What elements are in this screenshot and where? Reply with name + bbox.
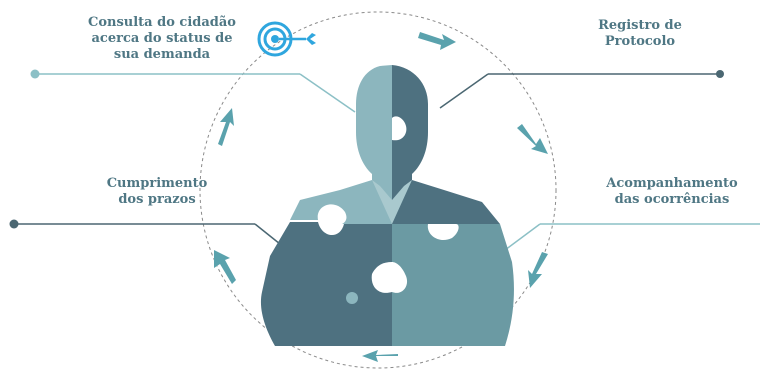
label-line: Protocolo (604, 34, 676, 49)
puzzle-piece-torso-left (260, 222, 392, 346)
cycle-arrow-icon (214, 250, 236, 284)
connector-acompanhamento (504, 223, 760, 251)
label-line: Cumprimento (106, 176, 208, 191)
cycle-arrow-icon (218, 108, 234, 146)
label-cumprimento-prazos: Cumprimento dos prazos (92, 176, 222, 208)
label-line: acerca do status de (91, 31, 233, 46)
label-line: Registro de (598, 18, 682, 33)
cycle-arrow-icon (517, 124, 548, 154)
target-icon (257, 21, 316, 57)
label-registro-protocolo: Registro de Protocolo (570, 18, 710, 50)
connector-cumprimento (9, 219, 286, 249)
cycle-arrow-icon (528, 252, 548, 288)
puzzle-piece-head-left (290, 65, 392, 224)
label-line: sua demanda (113, 47, 211, 62)
puzzle-piece-torso-right (392, 224, 514, 346)
cycle-arrow-icon (362, 350, 398, 362)
puzzle-tie (372, 180, 412, 224)
label-line: das ocorrências (614, 192, 730, 207)
label-acompanhamento-ocorrencias: Acompanhamento das ocorrências (592, 176, 752, 208)
puzzle-knob-bottom-left (346, 292, 358, 304)
label-line: dos prazos (118, 192, 196, 207)
label-line: Consulta do cidadão (88, 15, 236, 30)
label-line: Acompanhamento (606, 176, 738, 191)
connector-registro (439, 70, 724, 109)
cycle-circle (199, 11, 557, 369)
connector-consulta (30, 69, 356, 113)
label-consulta-status: Consulta do cidadão acerca do status de … (72, 15, 252, 63)
cycle-arrow-icon (418, 32, 456, 50)
puzzle-piece-head-right (392, 65, 500, 224)
puzzle-person-figure (260, 65, 514, 346)
cycle-arrows (214, 32, 548, 362)
